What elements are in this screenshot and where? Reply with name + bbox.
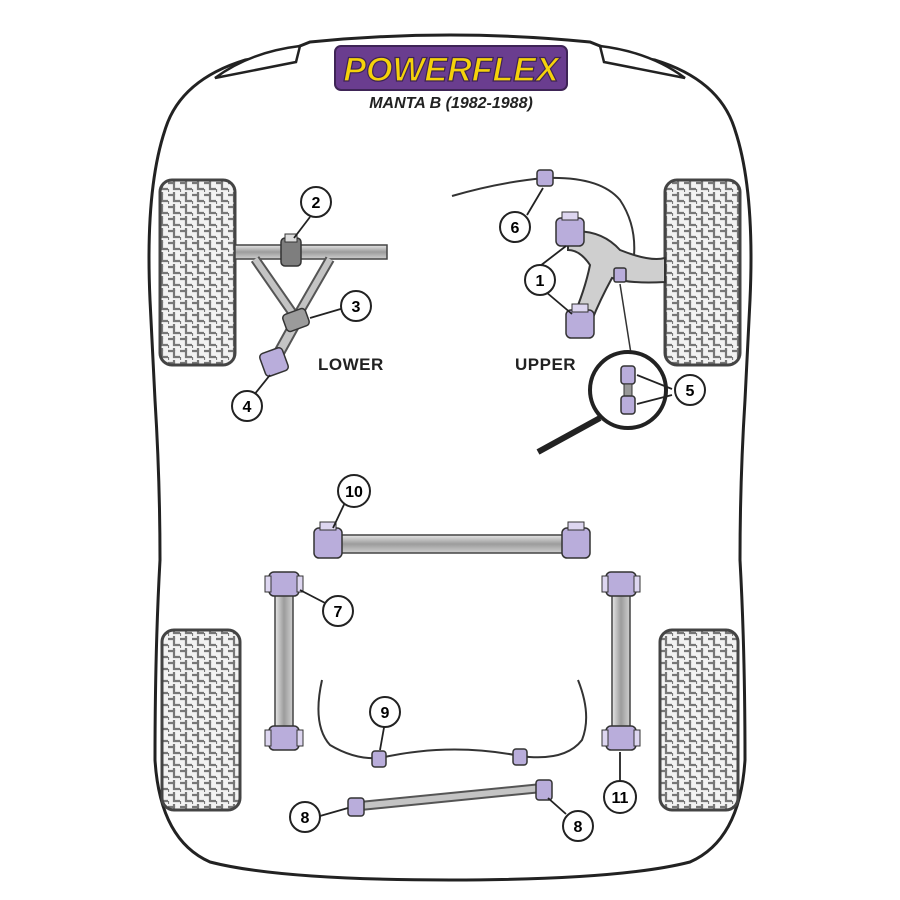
right-headlight bbox=[598, 44, 686, 80]
model-subtitle: MANTA B (1982-1988) bbox=[369, 95, 533, 112]
front-crossmember bbox=[234, 244, 388, 260]
callout-leaders bbox=[253, 187, 673, 817]
callout-1-label: 1 bbox=[536, 273, 545, 290]
callout-7-label: 7 bbox=[334, 604, 343, 621]
rear-left-trailing-arm bbox=[264, 571, 304, 751]
rear-tie-bar bbox=[313, 521, 591, 559]
callout-8-right: 8 bbox=[562, 810, 594, 842]
callout-4: 4 bbox=[231, 390, 263, 422]
callout-5-label: 5 bbox=[686, 383, 695, 400]
bush-11-bottom bbox=[605, 725, 637, 751]
callout-2: 2 bbox=[300, 186, 332, 218]
car-body-outline bbox=[147, 33, 753, 882]
callout-5: 5 bbox=[674, 374, 706, 406]
front-upper-assembly bbox=[451, 169, 668, 455]
bush-1-top bbox=[555, 217, 585, 247]
rear-right-tyre bbox=[658, 628, 740, 812]
powerflex-logo: POWERFLEX bbox=[334, 45, 568, 91]
rear-left-tyre bbox=[160, 628, 242, 812]
bush-5-link bbox=[613, 267, 627, 283]
callout-9: 9 bbox=[369, 696, 401, 728]
callout-2-label: 2 bbox=[312, 195, 321, 212]
front-right-tyre bbox=[663, 178, 742, 367]
magnifier-detail bbox=[536, 350, 668, 455]
left-headlight bbox=[214, 44, 302, 80]
callout-9-label: 9 bbox=[381, 705, 390, 722]
callout-8-right-label: 8 bbox=[574, 819, 583, 836]
callout-6-label: 6 bbox=[511, 220, 520, 237]
callout-7: 7 bbox=[322, 595, 354, 627]
logo-text: POWERFLEX bbox=[343, 51, 561, 89]
callout-8-left: 8 bbox=[289, 801, 321, 833]
bush-7-top bbox=[268, 571, 300, 597]
front-lower-assembly bbox=[234, 233, 388, 378]
bush-10-right bbox=[561, 527, 591, 559]
rear-right-trailing-arm bbox=[601, 571, 641, 751]
callout-10-label: 10 bbox=[345, 484, 363, 501]
rear-anti-roll-bar bbox=[317, 679, 588, 768]
front-anti-roll-bar bbox=[451, 176, 636, 271]
callout-4-label: 4 bbox=[243, 399, 252, 416]
bush-9-right bbox=[512, 748, 528, 766]
rear-link-bar bbox=[347, 779, 553, 817]
callout-8-left-label: 8 bbox=[301, 810, 310, 827]
bush-7-bottom bbox=[268, 725, 300, 751]
bush-8-left bbox=[347, 797, 365, 817]
callout-11-label: 11 bbox=[612, 790, 629, 807]
section-lower-label: LOWER bbox=[318, 355, 384, 374]
bush-10-left bbox=[313, 527, 343, 559]
callout-3-label: 3 bbox=[352, 299, 361, 316]
section-upper-label: UPPER bbox=[515, 355, 576, 374]
callout-11: 11 bbox=[603, 780, 637, 814]
callout-6: 6 bbox=[499, 211, 531, 243]
callout-3: 3 bbox=[340, 290, 372, 322]
bush-6 bbox=[536, 169, 554, 187]
bush-11-top bbox=[605, 571, 637, 597]
front-left-tyre bbox=[158, 178, 237, 367]
bush-4 bbox=[258, 346, 290, 378]
callout-1: 1 bbox=[524, 264, 556, 296]
bush-8-right bbox=[535, 779, 553, 801]
bush-3 bbox=[282, 307, 310, 333]
bush-9-left bbox=[371, 750, 387, 768]
bush-1-bottom bbox=[565, 309, 595, 339]
callout-10: 10 bbox=[337, 474, 371, 508]
